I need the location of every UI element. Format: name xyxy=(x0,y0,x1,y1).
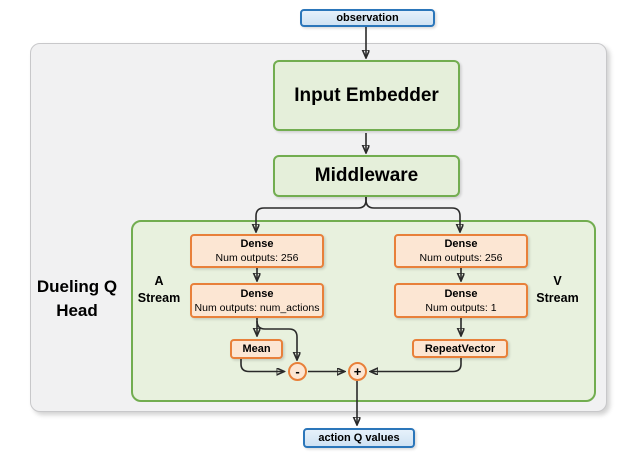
v-stream-label: V Stream xyxy=(536,274,579,305)
dense-num-outputs: Num outputs: 256 xyxy=(419,252,503,264)
dense-title: Dense xyxy=(444,238,478,250)
a-stream-dense-256-node: Dense Num outputs: 256 xyxy=(190,234,324,268)
dense-num-outputs: Num outputs: 1 xyxy=(425,301,497,314)
dense-title: Dense xyxy=(240,238,274,250)
observation-label: observation xyxy=(336,12,399,24)
dueling-q-head-title: Dueling Q Head xyxy=(36,277,118,320)
a-stream-label: A Stream xyxy=(137,274,181,305)
action-q-values-node: action Q values xyxy=(303,428,415,448)
action-q-values-label: action Q values xyxy=(318,432,400,444)
mean-label: Mean xyxy=(242,343,271,355)
mean-node: Mean xyxy=(230,339,283,359)
dense-num-outputs: Num outputs: num_actions xyxy=(194,301,320,314)
dense-title: Dense xyxy=(240,287,274,300)
middleware-label: Middleware xyxy=(314,165,419,186)
middleware-node: Middleware xyxy=(273,155,460,197)
minus-sign: - xyxy=(295,364,300,379)
dense-num-outputs: Num outputs: 256 xyxy=(215,252,299,264)
observation-node: observation xyxy=(300,9,435,27)
add-operator-node: + xyxy=(348,362,367,381)
input-embedder-node: Input Embedder xyxy=(273,60,460,131)
dense-title: Dense xyxy=(444,287,478,300)
repeat-vector-node: RepeatVector xyxy=(412,339,508,358)
v-stream-dense-1-node: Dense Num outputs: 1 xyxy=(394,283,528,318)
repeat-vector-label: RepeatVector xyxy=(424,342,496,355)
v-stream-dense-256-node: Dense Num outputs: 256 xyxy=(394,234,528,268)
subtract-operator-node: - xyxy=(288,362,307,381)
plus-sign: + xyxy=(353,364,362,379)
input-embedder-label: Input Embedder xyxy=(294,84,439,106)
a-stream-dense-num-actions-node: Dense Num outputs: num_actions xyxy=(190,283,324,318)
